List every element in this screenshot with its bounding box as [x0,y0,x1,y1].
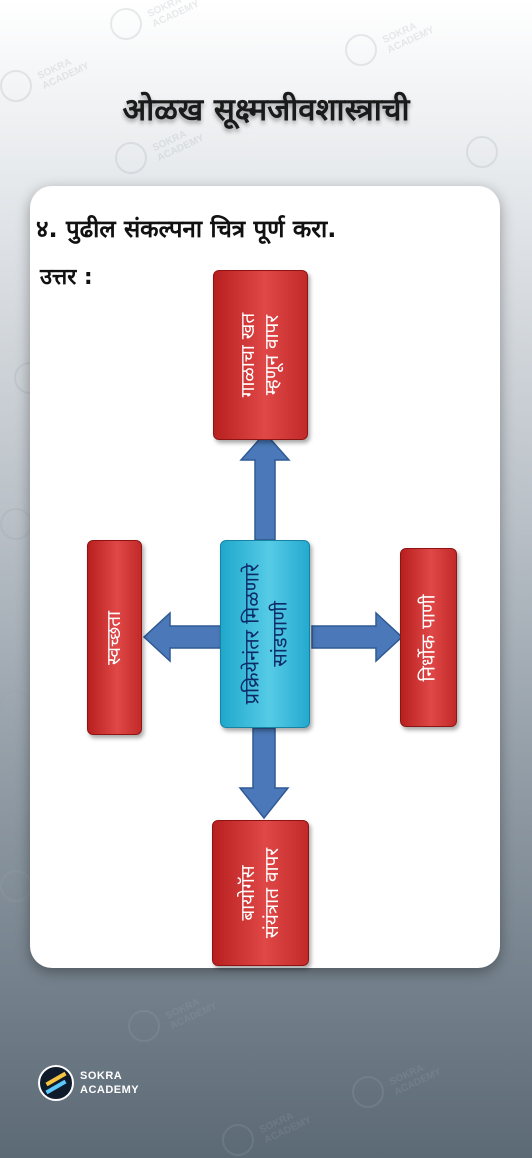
sokra-logo-icon [38,1065,74,1101]
question-text: ४. पुढील संकल्पना चित्र पूर्ण करा. [36,215,337,243]
top-node: गाळाचा खत म्हणून वापर [213,270,308,440]
bottom-node: बायोगॅस संयंत्रात वापर [212,820,309,966]
arrow-left [142,611,223,663]
page-title: ओळख सूक्ष्मजीवशास्त्राची [122,92,410,128]
answer-label: उत्तर : [40,265,93,290]
arrow-up [239,431,291,541]
top-node-text: गाळाचा खत म्हणून वापर [237,312,284,398]
right-node: निर्धोक पाणी [400,548,457,727]
center-node: प्रक्रियेनंतर मिळणारे सांडपाणी [220,540,310,728]
brand-logo-block: SOKRA ACADEMY [38,1063,188,1103]
brand-text: SOKRA ACADEMY [80,1070,140,1096]
left-node: स्वच्छता [87,540,142,735]
arrow-down [238,727,290,820]
center-node-text: प्रक्रियेनंतर मिळणारे सांडपाणी [239,563,291,705]
left-node-text: स्वच्छता [103,610,126,665]
right-node-text: निर्धोक पाणी [417,593,440,682]
bottom-node-text: बायोगॅस संयंत्रात वापर [237,847,284,939]
arrow-right [311,611,404,663]
